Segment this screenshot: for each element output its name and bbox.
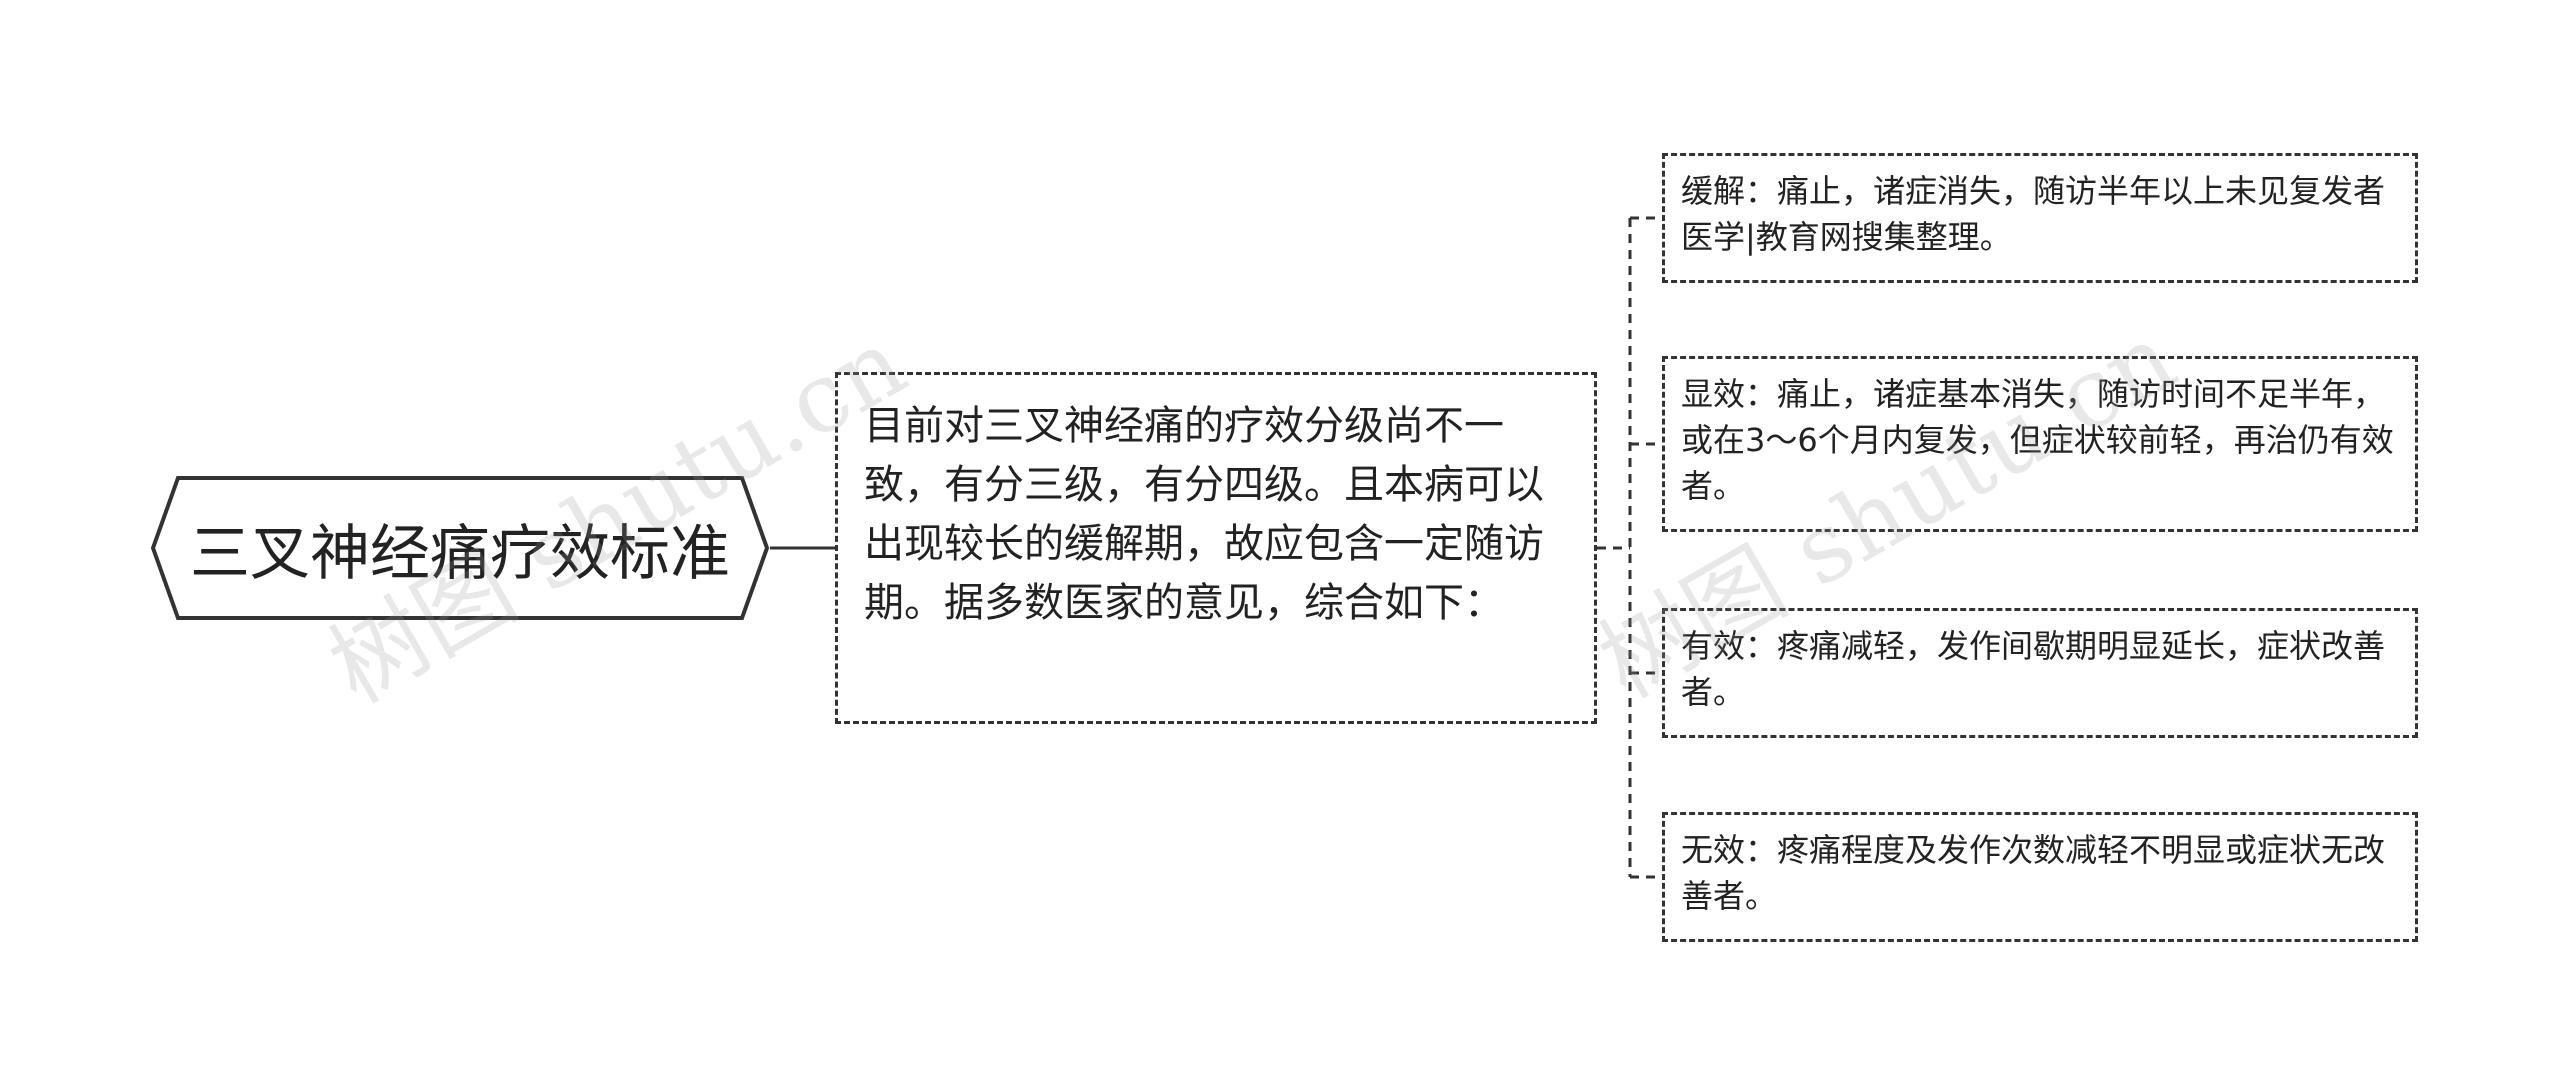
criterion-text: 显效：痛止，诸症基本消失，随访时间不足半年，或在3～6个月内复发，但症状较前轻，… (1681, 375, 2394, 505)
summary-text: 目前对三叉神经痛的疗效分级尚不一致，有分三级，有分四级。且本病可以出现较长的缓解… (864, 403, 1544, 626)
criterion-node-remission[interactable]: 缓解：痛止，诸症消失，随访半年以上未见复发者医学|教育网搜集整理。 (1662, 153, 2418, 283)
criterion-text: 缓解：痛止，诸症消失，随访半年以上未见复发者医学|教育网搜集整理。 (1681, 172, 2386, 256)
criterion-text: 无效：疼痛程度及发作次数减轻不明显或症状无改善者。 (1681, 831, 2386, 915)
criterion-node-effective[interactable]: 有效：疼痛减轻，发作间歇期明显延长，症状改善者。 (1662, 608, 2418, 738)
root-label: 三叉神经痛疗效标准 (190, 518, 730, 589)
root-node[interactable]: 三叉神经痛疗效标准 (150, 475, 770, 621)
summary-node[interactable]: 目前对三叉神经痛的疗效分级尚不一致，有分三级，有分四级。且本病可以出现较长的缓解… (835, 372, 1597, 724)
criterion-text: 有效：疼痛减轻，发作间歇期明显延长，症状改善者。 (1681, 627, 2386, 711)
criterion-node-ineffective[interactable]: 无效：疼痛程度及发作次数减轻不明显或症状无改善者。 (1662, 812, 2418, 942)
root-node-shape (150, 476, 770, 620)
criterion-node-marked-effect[interactable]: 显效：痛止，诸症基本消失，随访时间不足半年，或在3～6个月内复发，但症状较前轻，… (1662, 356, 2418, 532)
